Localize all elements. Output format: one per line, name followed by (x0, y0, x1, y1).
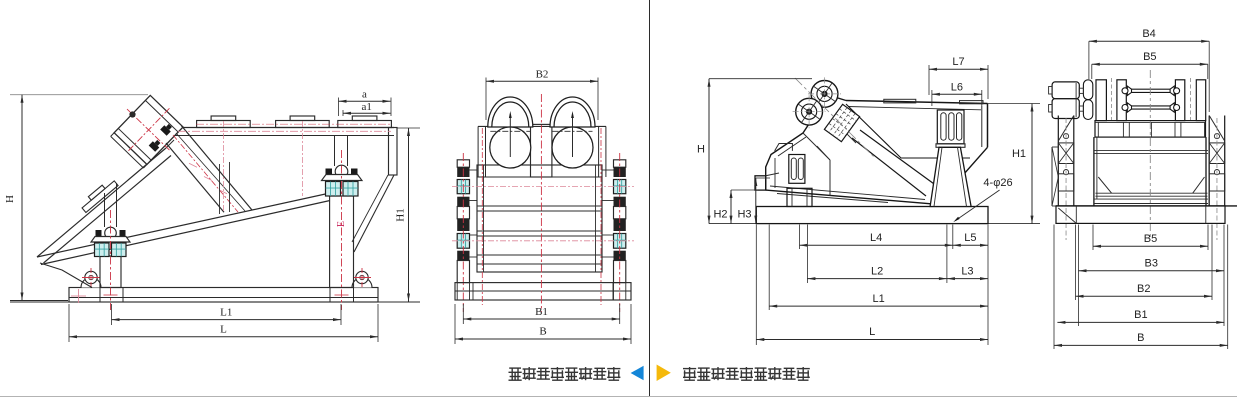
svg-text:L1: L1 (872, 293, 884, 305)
svg-text:L2: L2 (871, 266, 883, 278)
svg-text:H1: H1 (1012, 148, 1026, 160)
svg-text:H: H (697, 144, 705, 156)
svg-text:4-φ26: 4-φ26 (983, 177, 1012, 189)
svg-text:a: a (362, 89, 367, 101)
svg-text:L7: L7 (952, 56, 964, 68)
svg-text:a1: a1 (362, 101, 372, 113)
svg-text:B5: B5 (1143, 51, 1156, 63)
svg-text:B: B (539, 326, 546, 338)
svg-text:B5: B5 (1144, 233, 1157, 245)
svg-text:L5: L5 (964, 232, 976, 244)
svg-text:B2: B2 (536, 69, 549, 81)
svg-text:H1: H1 (395, 208, 407, 221)
svg-text:H2: H2 (713, 209, 727, 221)
svg-text:L3: L3 (961, 266, 973, 278)
svg-text:L: L (869, 326, 875, 338)
svg-text:B: B (1137, 332, 1144, 344)
svg-text:B3: B3 (1145, 258, 1158, 270)
svg-text:B4: B4 (1142, 28, 1155, 40)
svg-text:B1: B1 (535, 306, 548, 318)
svg-text:L: L (220, 324, 227, 336)
svg-text:E: E (336, 221, 347, 227)
svg-text:H3: H3 (737, 209, 751, 221)
svg-text:L6: L6 (951, 82, 963, 94)
svg-text:H: H (4, 195, 16, 203)
svg-text:L4: L4 (870, 232, 882, 244)
svg-text:L1: L1 (220, 307, 232, 319)
svg-text:B1: B1 (1134, 309, 1147, 321)
svg-text:B2: B2 (1137, 283, 1150, 295)
